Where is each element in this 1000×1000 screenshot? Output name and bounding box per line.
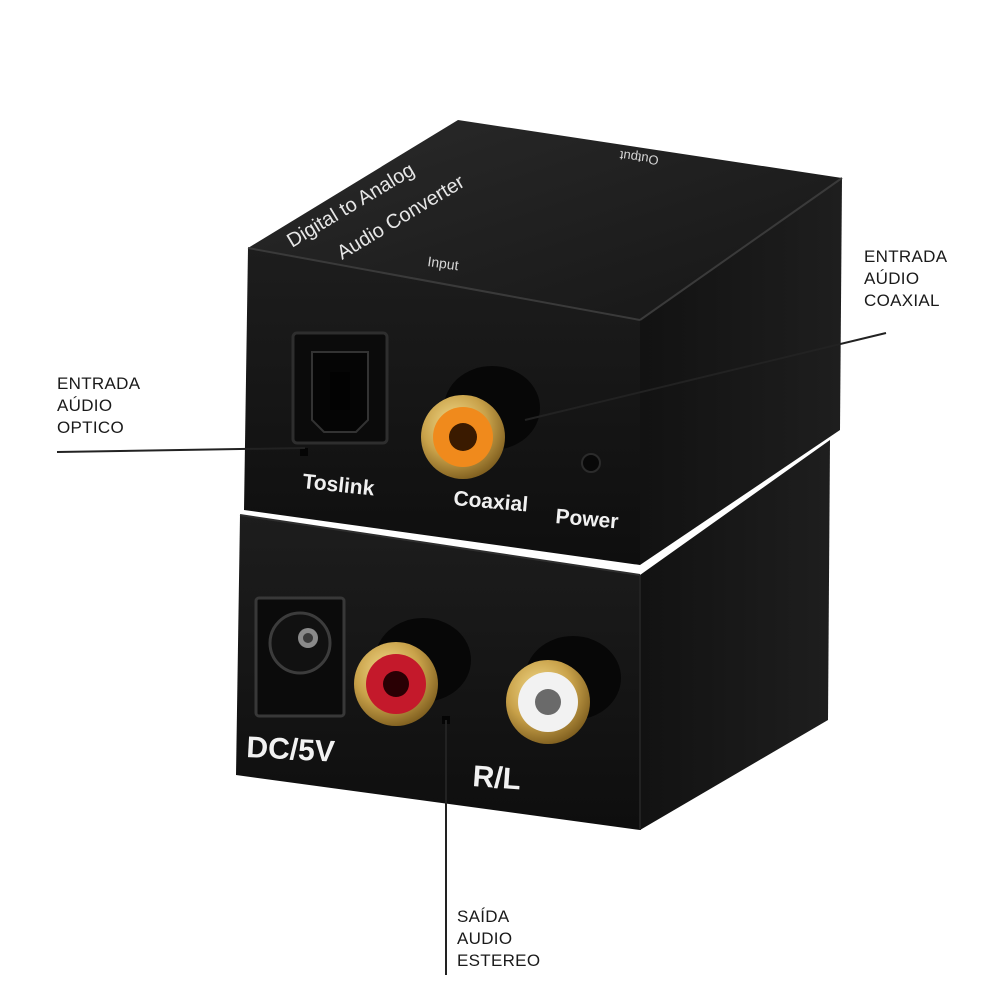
upper-box-top <box>248 120 842 320</box>
dc-power-jack <box>254 596 346 718</box>
rca-white-jack <box>506 636 621 744</box>
callout-optical-line1: ENTRADA <box>57 374 141 393</box>
callout-coaxial-line2: AÚDIO <box>864 269 920 288</box>
lower-box-side <box>640 440 830 830</box>
toslink-port <box>291 331 389 456</box>
upper-box-side <box>640 178 842 565</box>
leader-line-optical <box>56 447 306 453</box>
coaxial-rca-jack <box>421 366 540 479</box>
power-led <box>581 453 601 473</box>
callout-coaxial-line3: COAXIAL <box>864 291 940 310</box>
callout-optical-line3: OPTICO <box>57 418 124 437</box>
rca-red-jack <box>354 618 471 726</box>
callout-output-line3: ESTEREO <box>457 951 541 970</box>
callout-optical-input: ENTRADA AÚDIO OPTICO <box>57 373 140 439</box>
leader-line-coaxial <box>524 332 887 421</box>
power-label: Power <box>555 505 620 533</box>
callout-stereo-output: SAÍDA AUDIO ESTEREO <box>457 906 540 972</box>
input-print: Input <box>427 253 460 273</box>
top-print-output: Output <box>618 148 659 168</box>
callout-output-line2: AUDIO <box>457 929 513 948</box>
callout-output-line1: SAÍDA <box>457 907 510 926</box>
callout-coaxial-line1: ENTRADA <box>864 247 948 266</box>
callout-coaxial-input: ENTRADA AÚDIO COAXIAL <box>864 246 947 312</box>
rl-label: R/L <box>472 760 523 796</box>
callout-optical-line2: AÚDIO <box>57 396 113 415</box>
dc-label: DC/5V <box>246 731 336 769</box>
